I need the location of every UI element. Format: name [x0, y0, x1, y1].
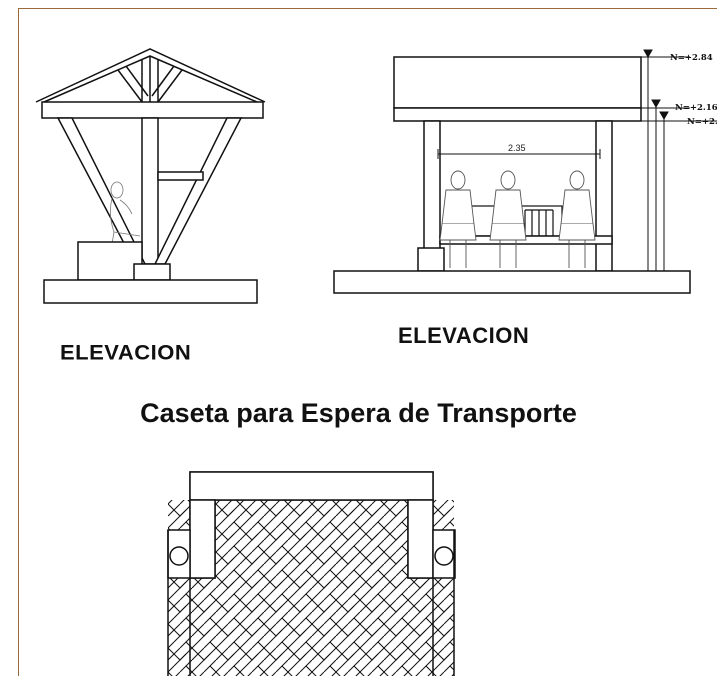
person-3 [558, 170, 596, 268]
level-mid: N=+2.16 [675, 103, 717, 113]
right-column [595, 120, 613, 272]
drawing-title: Caseta para Espera de Transporte [140, 398, 577, 428]
right-elevation-label: ELEVACION [398, 323, 530, 348]
person-2 [489, 170, 527, 268]
center-post [141, 117, 159, 265]
dimension-label: 2.35 [508, 143, 526, 153]
page-frame [18, 8, 717, 676]
right-leg [153, 117, 243, 265]
roof-beam [41, 101, 264, 119]
person-1 [439, 170, 477, 268]
left-elevation-label: ELEVACION [60, 340, 192, 365]
left-elevation-drawing [35, 48, 266, 304]
people-sketch [439, 170, 596, 268]
base-slab [43, 279, 258, 304]
post-footing [133, 263, 171, 281]
level-markers [641, 49, 717, 122]
bench-block [77, 241, 143, 281]
backrest [157, 171, 204, 181]
roof-fascia [393, 107, 642, 122]
column-footing [417, 247, 445, 272]
base-slab-right [333, 270, 691, 294]
level-top: N=+2.84 [670, 53, 713, 63]
level-low: N=+2.( [687, 116, 717, 127]
right-elevation-drawing [333, 49, 717, 294]
plan-view-drawing [167, 471, 456, 676]
roof-slab [393, 56, 642, 109]
roof-outline [35, 48, 266, 103]
